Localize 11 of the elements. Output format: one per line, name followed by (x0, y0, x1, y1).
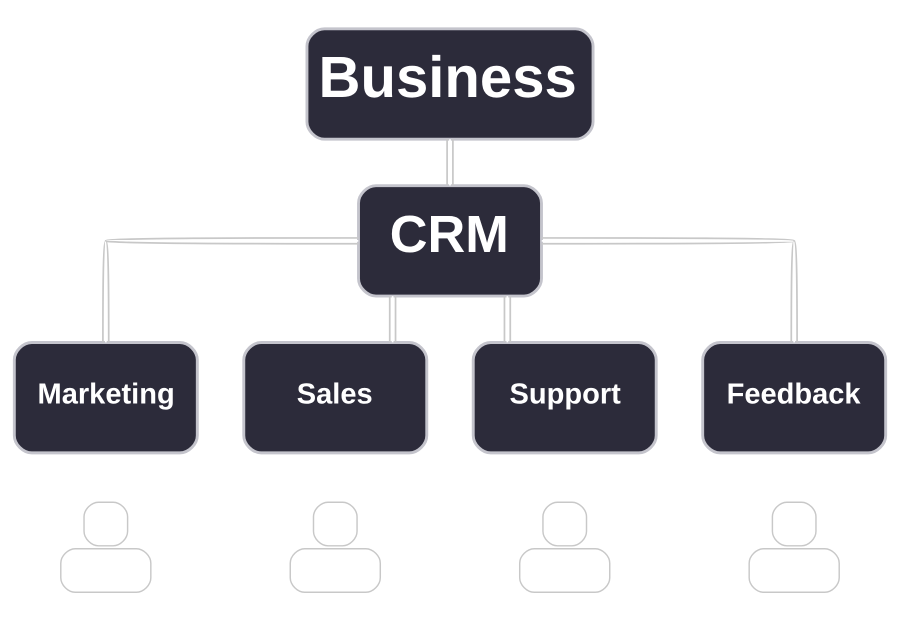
connector (102, 237, 358, 342)
node-box: Marketing (12, 341, 199, 454)
node-box: Feedback (701, 341, 888, 454)
connector (542, 237, 798, 342)
connector (504, 296, 512, 342)
node-box: CRM (357, 184, 543, 298)
connector (388, 296, 396, 342)
node-box: Business (306, 27, 594, 141)
node-box: Sales (242, 341, 428, 454)
node-box: Support (472, 341, 658, 454)
connector (446, 139, 454, 186)
